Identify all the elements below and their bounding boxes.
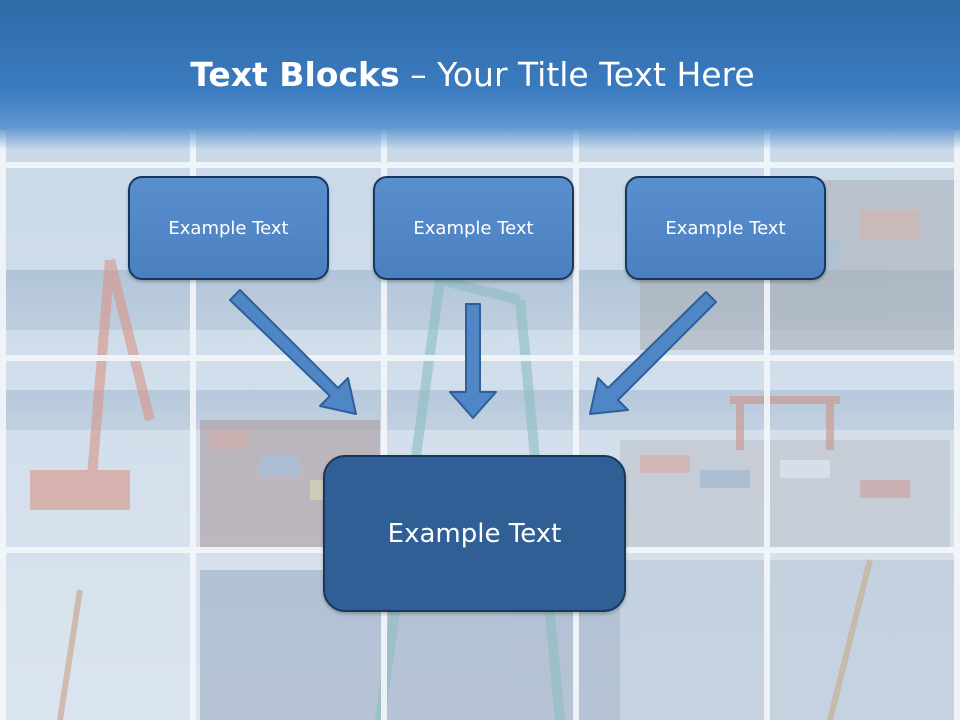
- text-block-top-left-label: Example Text: [168, 217, 289, 239]
- arrow-center-down: [449, 303, 497, 419]
- title-dash: –: [399, 55, 438, 94]
- text-block-top-center-label: Example Text: [413, 217, 534, 239]
- text-block-top-right-label: Example Text: [665, 217, 786, 239]
- text-block-top-left[interactable]: Example Text: [128, 176, 329, 280]
- arrow-left-down-right: [229, 289, 357, 415]
- text-block-main[interactable]: Example Text: [323, 455, 626, 612]
- title-rest-part: Your Title Text Here: [437, 55, 755, 94]
- slide-title: Text Blocks – Your Title Text Here: [0, 55, 945, 95]
- text-block-main-label: Example Text: [387, 518, 562, 549]
- title-bold-part: Text Blocks: [190, 55, 400, 94]
- arrow-right-down-left: [589, 291, 717, 415]
- title-band: [0, 0, 960, 150]
- text-block-top-right[interactable]: Example Text: [625, 176, 826, 280]
- text-block-top-center[interactable]: Example Text: [373, 176, 574, 280]
